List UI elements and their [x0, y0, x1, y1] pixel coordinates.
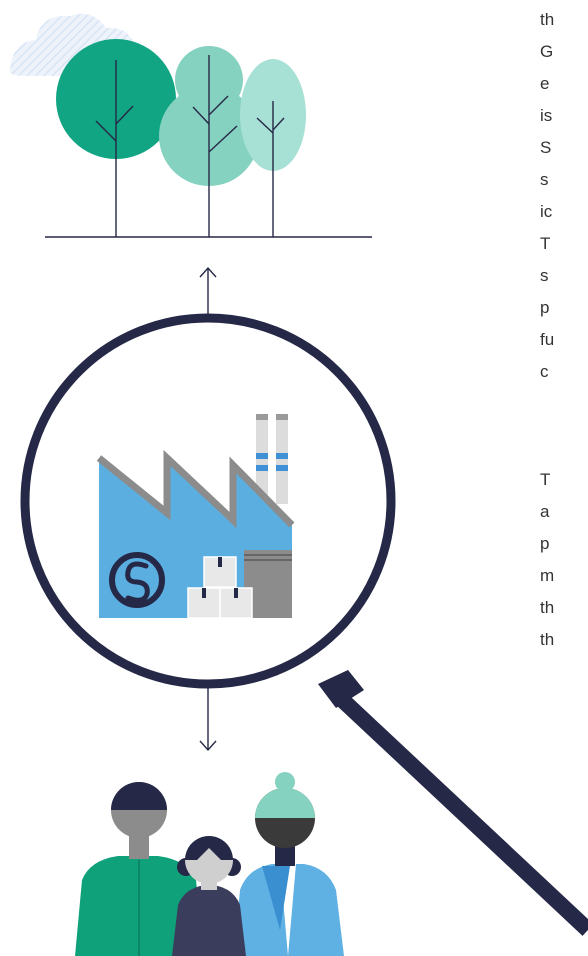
tree-icon — [45, 39, 372, 238]
text-line: a — [540, 502, 550, 521]
text-line: T — [540, 470, 551, 489]
text-line: T — [540, 234, 551, 253]
paragraph-2: T a p m th th — [540, 464, 554, 656]
text-line: is — [540, 106, 553, 125]
paragraph-1: th G e is S s ic T s p fu c — [540, 4, 554, 388]
arrow-down-icon — [199, 686, 217, 752]
text-line: S — [540, 138, 552, 157]
text-line: th — [540, 598, 555, 617]
text-line: s — [540, 170, 549, 189]
people-icon — [75, 772, 344, 956]
text-line: ic — [540, 202, 553, 221]
factory-icon — [96, 414, 295, 619]
text-line: th — [540, 630, 555, 649]
text-line: c — [540, 362, 549, 381]
brand-logo — [109, 552, 165, 608]
text-line: G — [540, 42, 554, 61]
text-line: p — [540, 298, 550, 317]
text-line: p — [540, 534, 550, 553]
arrow-up-icon — [199, 266, 217, 318]
text-line: th — [540, 10, 555, 29]
text-line: s — [540, 266, 549, 285]
text-line: fu — [540, 330, 555, 349]
text-line: m — [540, 566, 555, 585]
text-line: e — [540, 74, 550, 93]
